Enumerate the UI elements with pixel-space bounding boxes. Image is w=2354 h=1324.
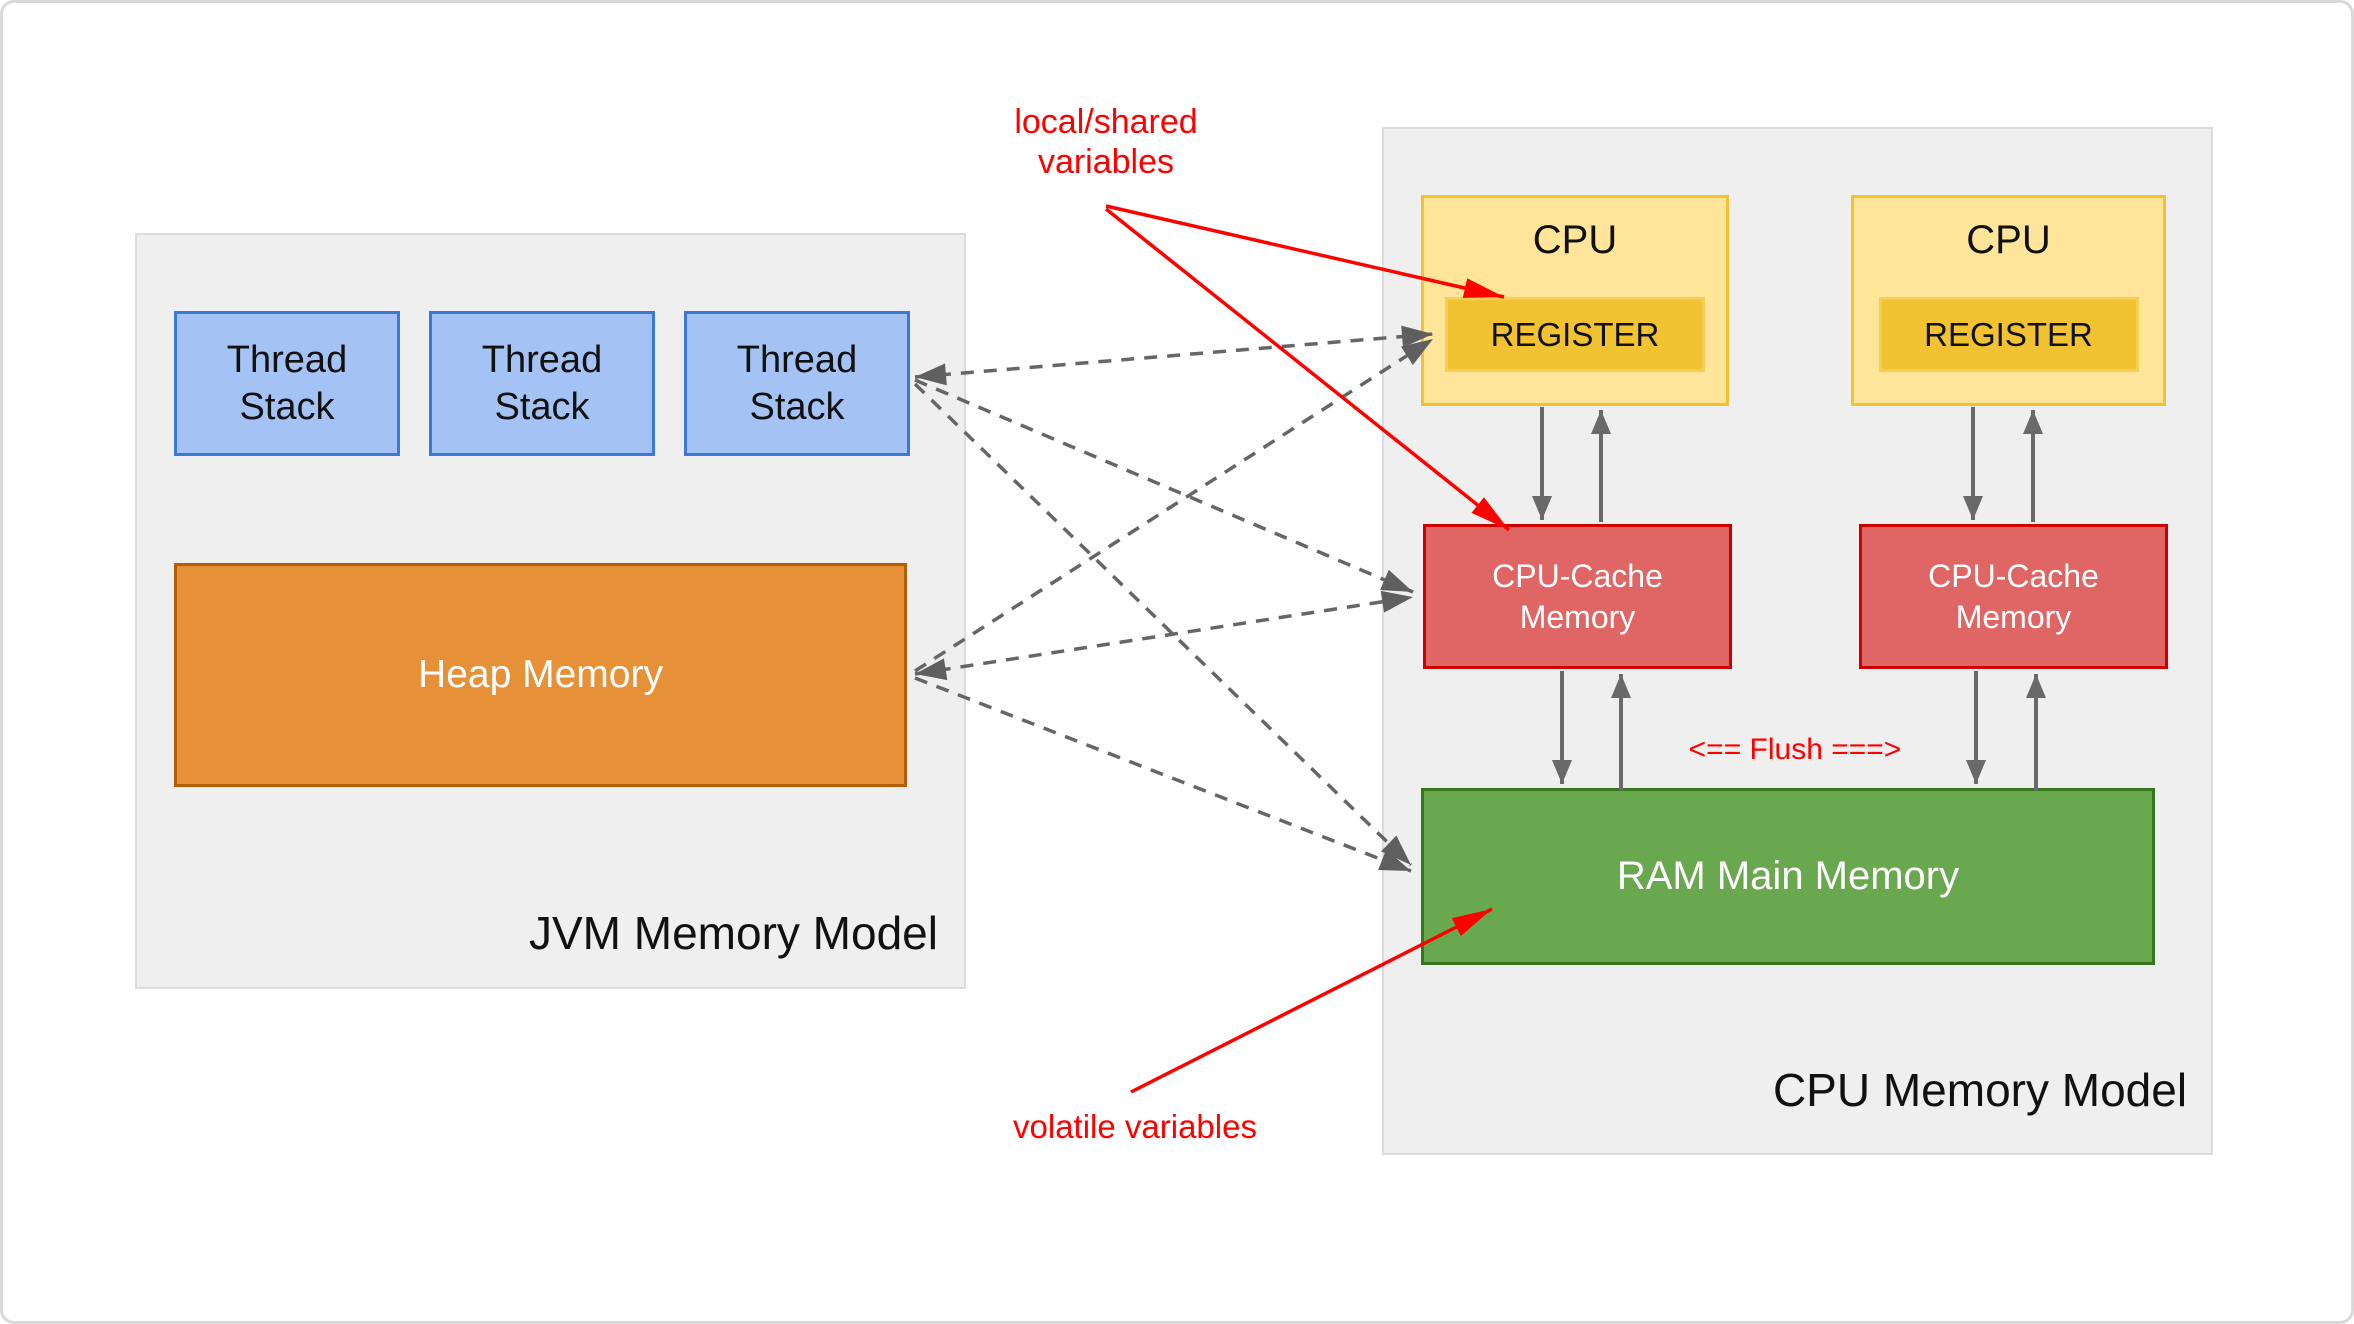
cpu-box-2: CPU REGISTER [1851, 195, 2166, 406]
register-label: REGISTER [1490, 315, 1660, 353]
cpu-label: CPU [1966, 218, 2051, 262]
register-label: REGISTER [1924, 315, 2093, 353]
thread-stack-box-1: Thread Stack [174, 311, 400, 456]
dashed-arrow-heap-ram [914, 676, 1412, 873]
thread-stack-box-2: Thread Stack [429, 311, 655, 456]
thread-stack-label: Thread Stack [736, 338, 858, 428]
ram-main-memory-box: RAM Main Memory [1421, 788, 2155, 965]
heap-memory-label: Heap Memory [418, 653, 663, 696]
cpu-cache-box-1: CPU-Cache Memory [1423, 524, 1732, 669]
volatile-variables-annotation: volatile variables [1013, 1108, 1257, 1145]
cpu-cache-label: CPU-Cache Memory [1928, 557, 2099, 635]
cpu-model-title: CPU Memory Model [1772, 1064, 2188, 1116]
cpu-cache-box-2: CPU-Cache Memory [1859, 524, 2168, 669]
thread-stack-box-3: Thread Stack [684, 311, 910, 456]
dashed-arrow-threadstack-cache [914, 378, 1414, 594]
dashed-arrow-heap-cache [914, 590, 1414, 681]
dashed-arrow-threadstack-register [914, 325, 1434, 386]
flush-annotation: <== Flush ===> [1688, 733, 1902, 766]
dashed-arrow-heap-register [914, 337, 1434, 673]
heap-memory-box: Heap Memory [174, 563, 907, 787]
cpu-label: CPU [1532, 218, 1618, 262]
local-shared-variables-annotation: local/shared variables [1014, 103, 1198, 181]
cpu-cache-label: CPU-Cache Memory [1492, 557, 1663, 635]
thread-stack-label: Thread Stack [226, 338, 348, 428]
register-box-2: REGISTER [1878, 297, 2139, 372]
dashed-arrow-threadstack-ram [913, 382, 1413, 867]
thread-stack-label: Thread Stack [481, 338, 603, 428]
register-box-1: REGISTER [1445, 297, 1705, 372]
jvm-model-title: JVM Memory Model [529, 907, 938, 959]
ram-main-memory-label: RAM Main Memory [1616, 854, 1960, 898]
cpu-box-1: CPU REGISTER [1421, 195, 1729, 406]
